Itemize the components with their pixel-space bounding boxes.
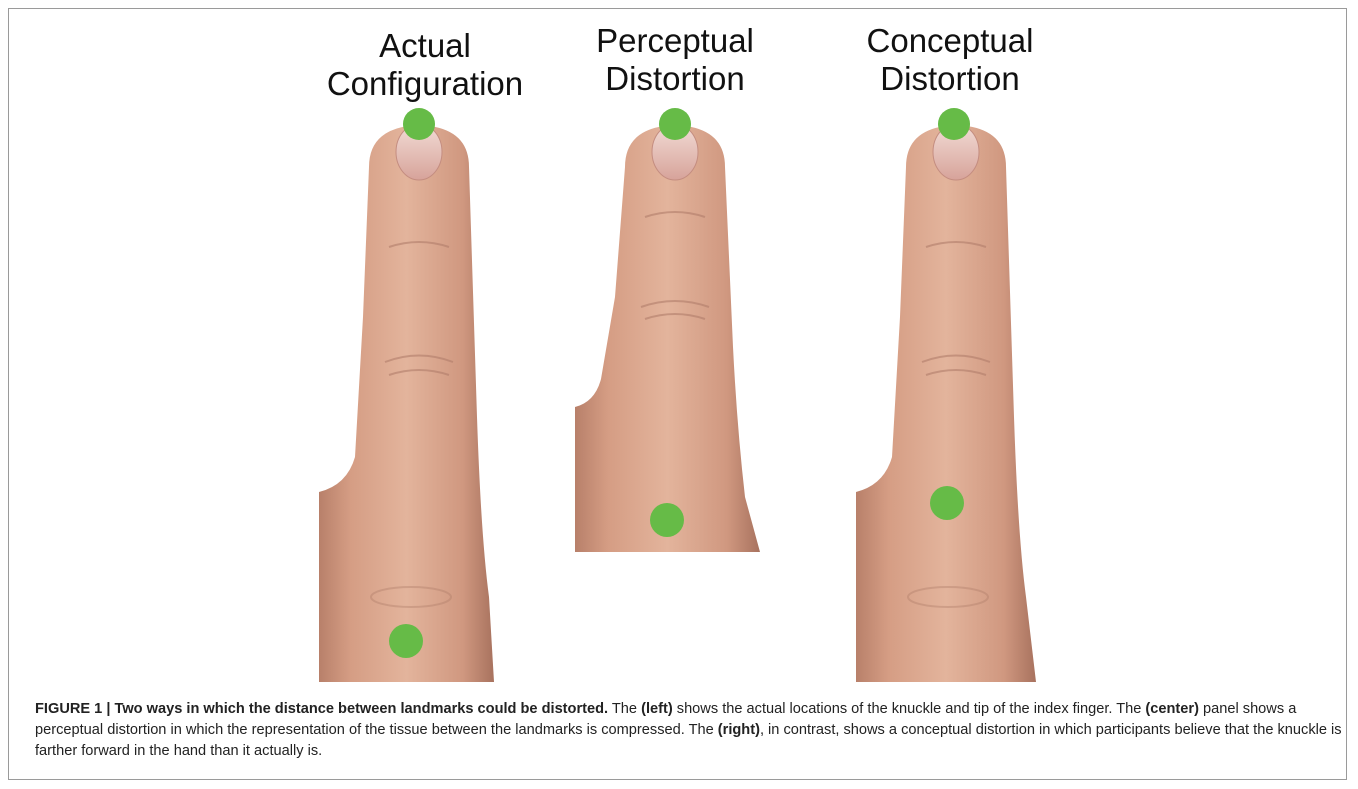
- landmark-tip-dot: [659, 108, 691, 140]
- finger-shape: [575, 125, 760, 552]
- finger-shape: [856, 125, 1036, 682]
- finger-shape: [319, 125, 494, 682]
- panel-title-left: Actual Configuration: [295, 27, 555, 103]
- landmark-tip-dot: [938, 108, 970, 140]
- finger-image-left: [319, 117, 519, 682]
- landmark-knuckle-dot: [650, 503, 684, 537]
- landmark-knuckle-dot: [389, 624, 423, 658]
- figure-frame: Actual Configuration Perceptual Distorti…: [8, 8, 1347, 780]
- figure-caption: FIGURE 1 | Two ways in which the distanc…: [35, 699, 1345, 762]
- finger-image-right: [856, 117, 1056, 682]
- landmark-knuckle-dot: [930, 486, 964, 520]
- caption-label: FIGURE 1 | Two ways in which the distanc…: [35, 701, 608, 717]
- panel-title-right: Conceptual Distortion: [820, 22, 1080, 98]
- landmark-tip-dot: [403, 108, 435, 140]
- finger-image-center: [575, 117, 775, 552]
- panel-title-center: Perceptual Distortion: [545, 22, 805, 98]
